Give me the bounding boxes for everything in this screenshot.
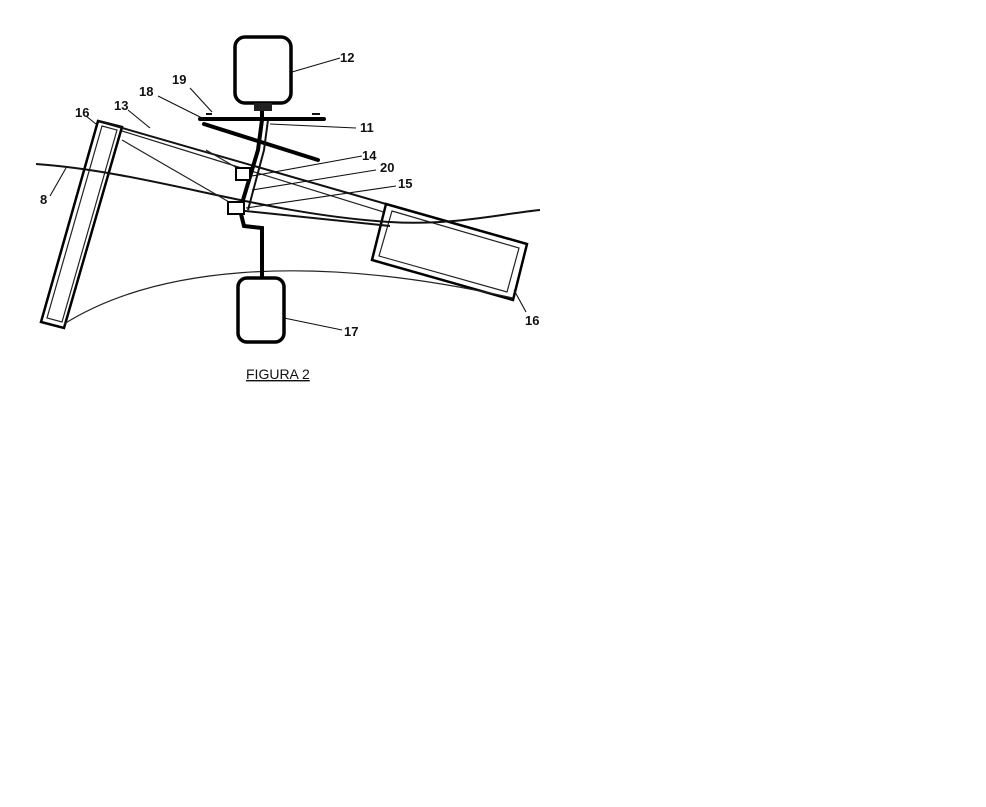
joint-14 [235, 167, 251, 181]
leader-8 [49, 167, 67, 197]
strut-right [235, 209, 391, 227]
label-17: 17 [344, 324, 358, 339]
leader-16a [85, 115, 97, 125]
upper-chord-inner [121, 130, 391, 215]
strut-left [121, 139, 237, 207]
leader-11 [269, 123, 357, 129]
bottom-box-17 [236, 276, 286, 344]
leader-14 [251, 155, 363, 177]
cable-8 [35, 163, 541, 224]
label-16-right: 16 [525, 313, 539, 328]
upper-chord [97, 120, 387, 205]
label-12: 12 [340, 50, 354, 65]
top-box-mount [254, 103, 272, 111]
leader-13 [127, 109, 151, 129]
leader-12 [291, 57, 341, 73]
label-8: 8 [40, 192, 47, 207]
leader-16b [513, 289, 527, 313]
leader-17 [283, 317, 343, 331]
lower-arc [63, 270, 514, 325]
label-15: 15 [398, 176, 412, 191]
label-19: 19 [172, 72, 186, 87]
top-box-12 [233, 35, 293, 105]
joint-15 [227, 201, 245, 215]
leader-20 [251, 169, 377, 191]
figure-caption: FIGURA 2 [246, 366, 310, 382]
left-beam [39, 119, 124, 330]
label-11: 11 [360, 120, 374, 135]
label-13: 13 [114, 98, 128, 113]
vertical-shaft [237, 104, 264, 282]
label-20: 20 [380, 160, 394, 175]
label-16-left: 16 [75, 105, 89, 120]
label-18: 18 [139, 84, 153, 99]
label-14: 14 [362, 148, 377, 163]
leader-19 [189, 87, 213, 113]
leader-18 [157, 95, 207, 121]
right-box [370, 202, 529, 302]
leader-15 [245, 185, 397, 209]
